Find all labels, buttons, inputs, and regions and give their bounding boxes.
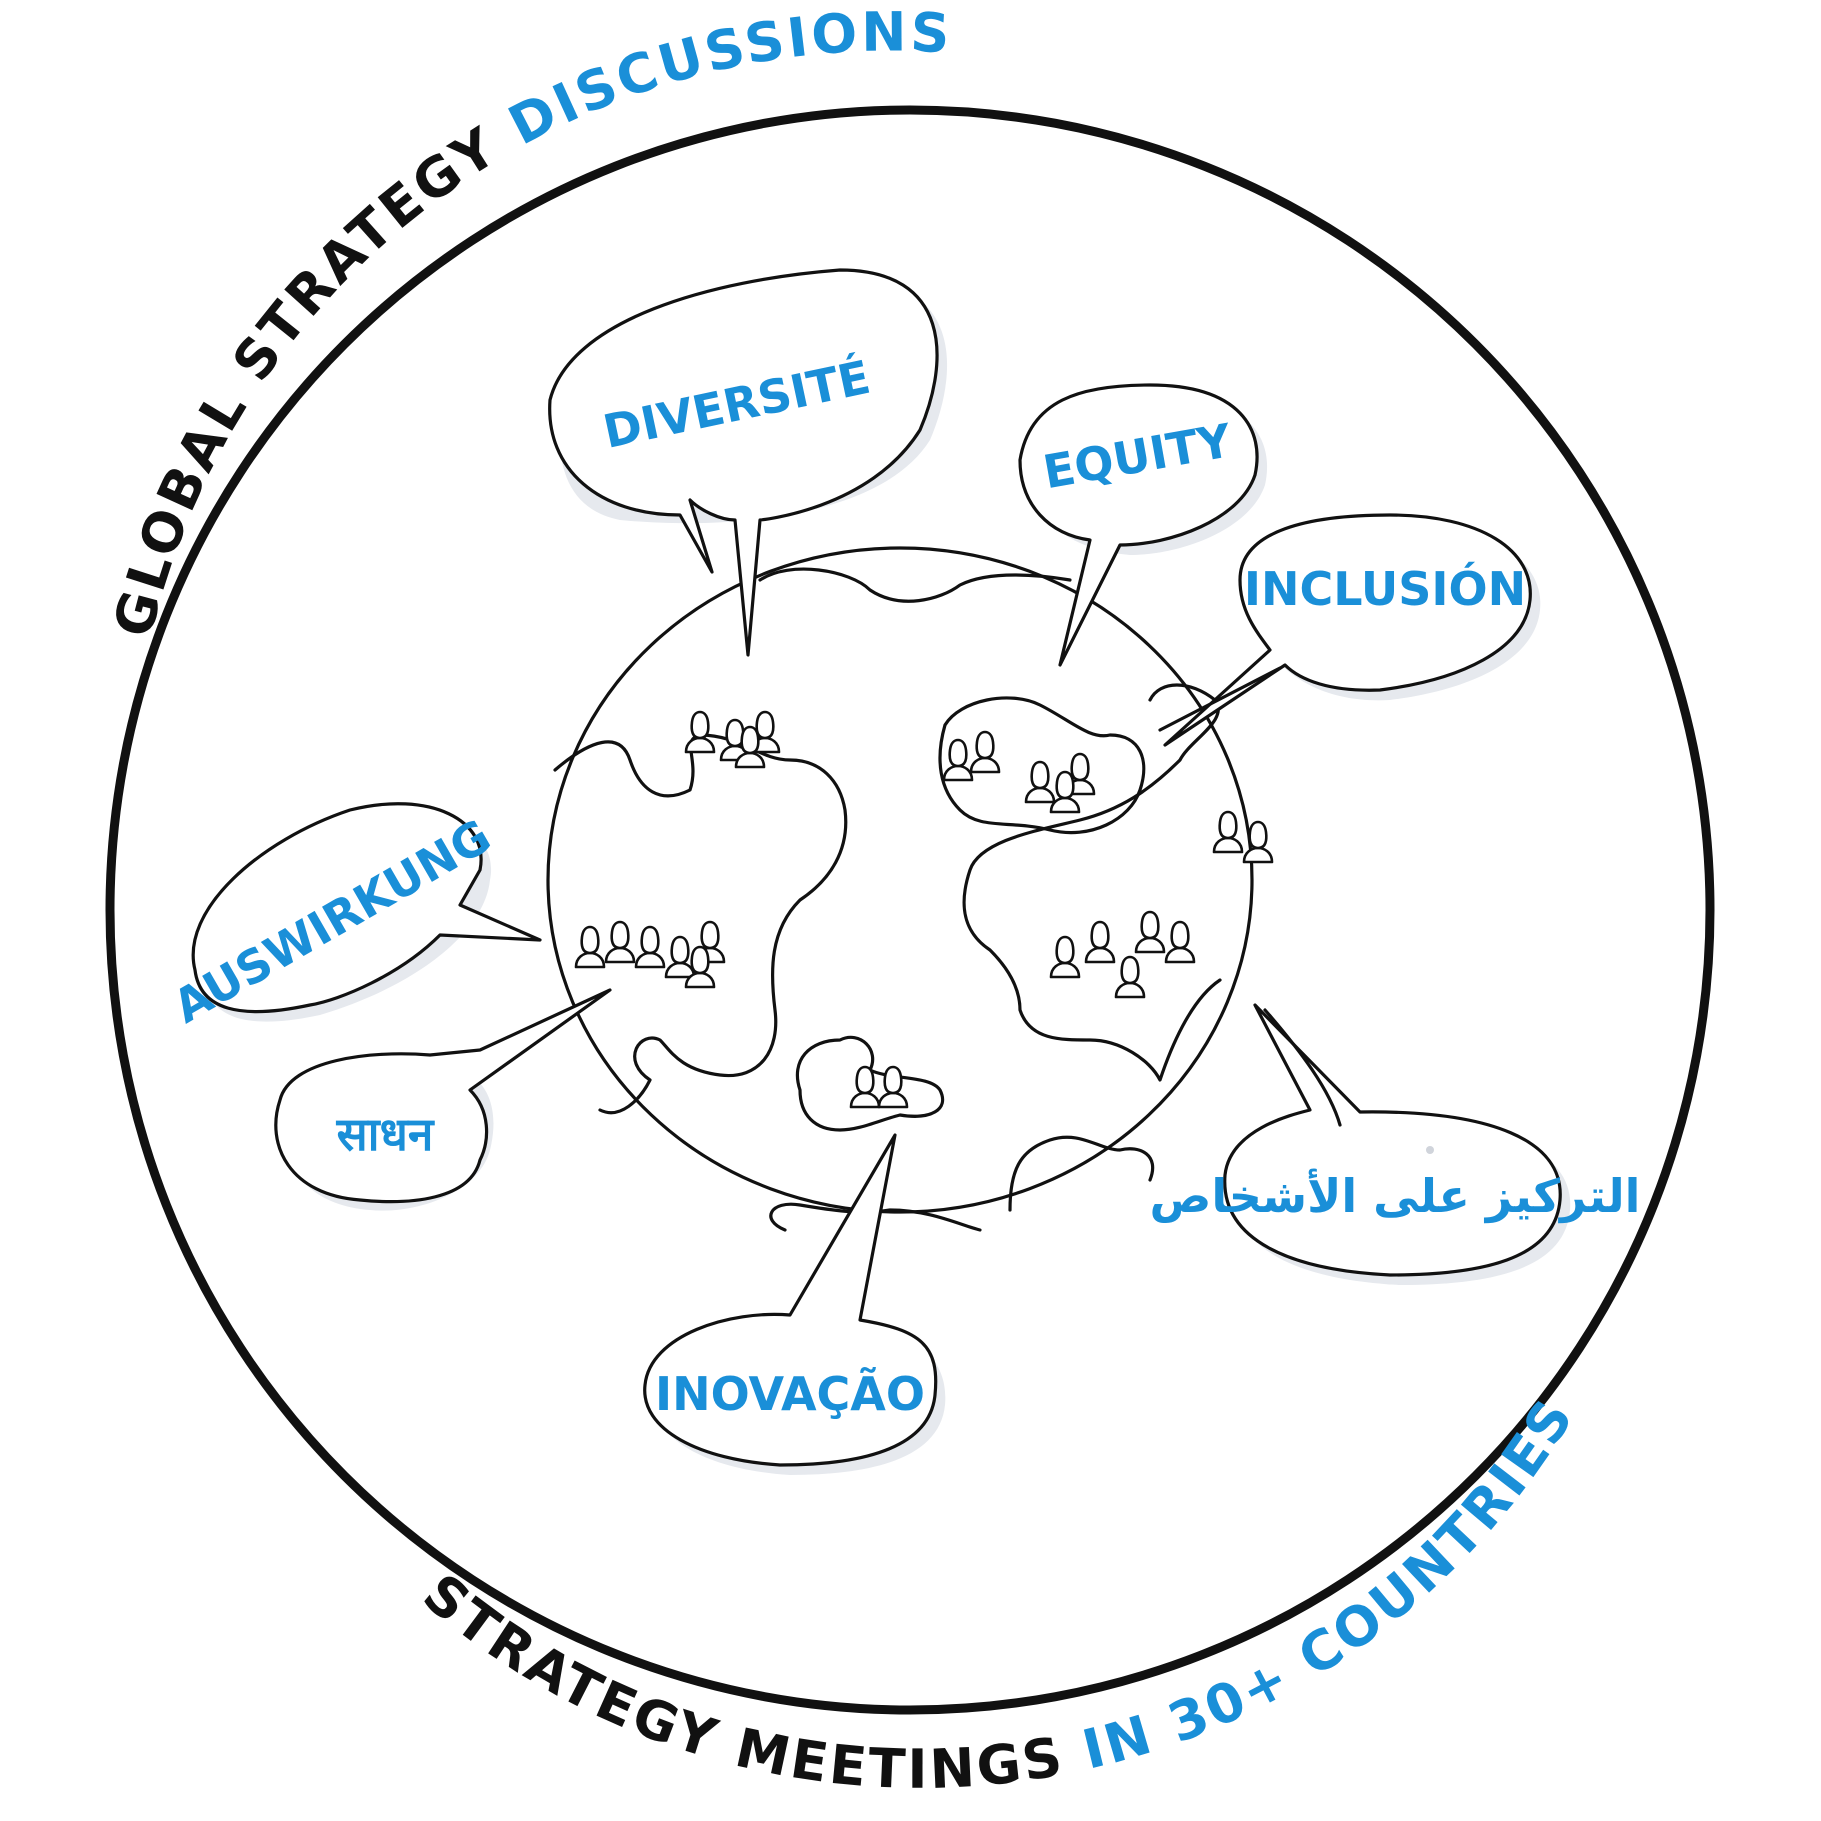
bubble-diversite: DIVERSITÉ — [548, 268, 948, 657]
people-group-top — [684, 710, 781, 769]
footer-arc-black: STRATEGY MEETINGS — [411, 1562, 1091, 1802]
people-group-right-top — [942, 730, 1096, 814]
footer-arc-blue: IN 30+ COUNTRIES — [1077, 1387, 1587, 1782]
bubble-arabic: التركيز على الأشخاص — [1150, 1003, 1641, 1285]
bubble-equity: EQUITY — [1018, 383, 1268, 667]
bubble-inclusion-text: INCLUSIÓN — [1244, 562, 1526, 616]
bubble-inclusion: INCLUSIÓN — [1158, 513, 1541, 747]
globe — [546, 546, 1254, 1232]
footer-arc-title: STRATEGY MEETINGS IN 30+ COUNTRIES — [411, 1387, 1586, 1802]
outer-ring — [105, 105, 1715, 1715]
bubble-sadhan-text: साधन — [336, 1107, 435, 1161]
bubble-arabic-text: التركيز على الأشخاص — [1150, 1168, 1641, 1223]
people-group-left — [574, 920, 726, 989]
people-group-right-middle — [1049, 910, 1196, 999]
bubble-inovacao: INOVAÇÃO — [643, 1133, 946, 1475]
bubble-inovacao-text: INOVAÇÃO — [655, 1366, 925, 1421]
bubble-sadhan: साधन — [274, 988, 612, 1211]
bubble-auswirkung: AUSWIRKUNG — [164, 802, 542, 1034]
people-group-far-right — [1212, 810, 1274, 864]
